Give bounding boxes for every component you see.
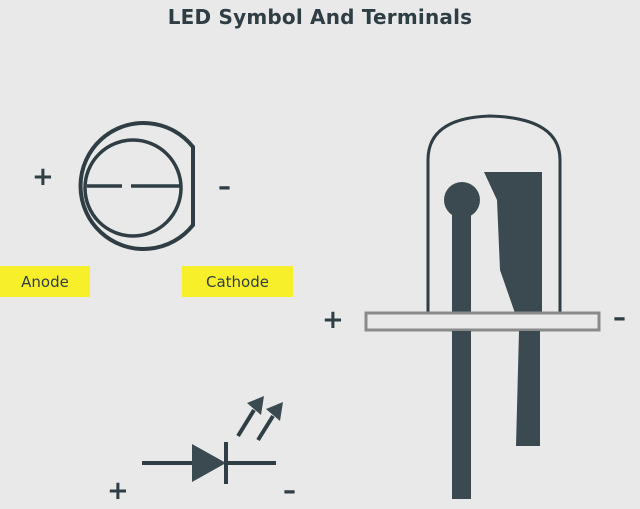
schematic-plus-sign: + xyxy=(107,476,129,506)
side-view-plus-sign: + xyxy=(322,305,344,335)
led-cathode-lead xyxy=(516,331,540,446)
led-dome-outline xyxy=(426,114,562,316)
led-anode-post xyxy=(452,200,471,318)
led-top-view-lens xyxy=(83,138,183,238)
led-top-view-rim xyxy=(78,121,195,251)
schematic-minus-sign: – xyxy=(283,476,296,506)
top-view-minus-sign: – xyxy=(218,172,231,202)
page-title: LED Symbol And Terminals xyxy=(167,5,473,29)
schematic-diode-triangle xyxy=(192,444,226,482)
led-cathode-anvil xyxy=(484,172,542,316)
cathode-label: Cathode xyxy=(182,266,293,297)
anode-label: Anode xyxy=(0,266,90,297)
led-anode-lead xyxy=(452,331,471,499)
top-view-plus-sign: + xyxy=(32,162,54,192)
led-flange xyxy=(364,311,601,332)
side-view-minus-sign: – xyxy=(613,303,626,333)
light-emission-arrows-icon xyxy=(236,396,283,442)
